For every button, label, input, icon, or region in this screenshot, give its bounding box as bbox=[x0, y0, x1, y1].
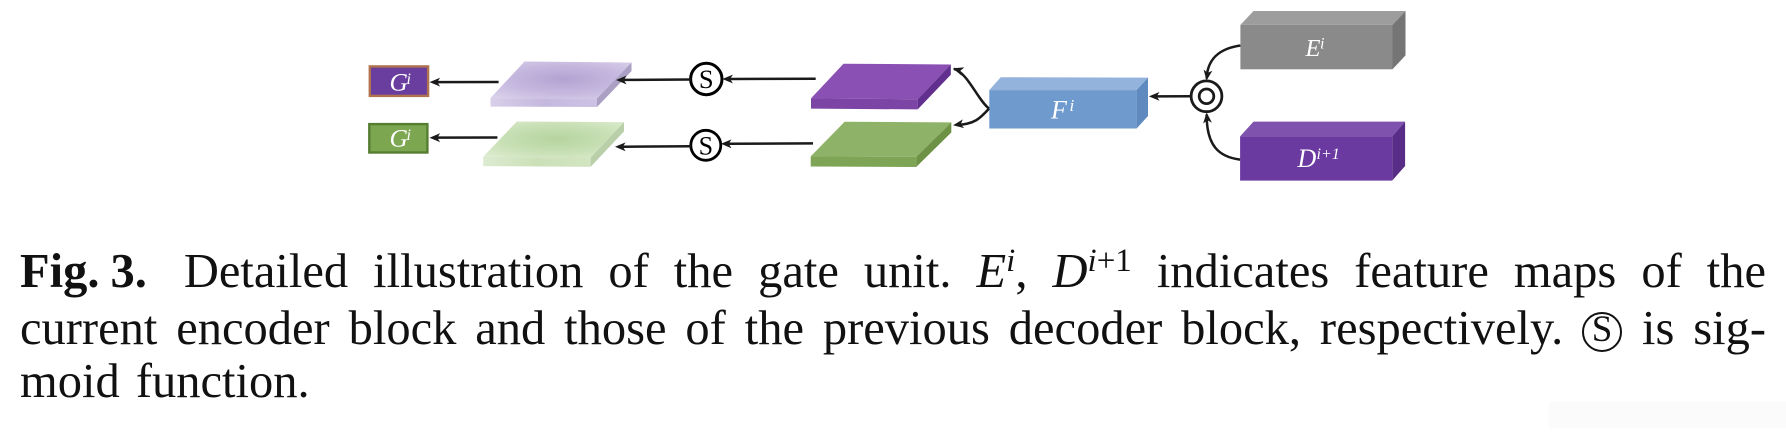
svg-text:F: F bbox=[1050, 96, 1068, 125]
svg-text:D: D bbox=[1297, 144, 1317, 173]
svg-text:i+1: i+1 bbox=[1317, 146, 1340, 163]
svg-text:G: G bbox=[390, 124, 408, 153]
svg-text:i: i bbox=[407, 127, 411, 144]
svg-text:S: S bbox=[699, 64, 714, 94]
svg-text:E: E bbox=[1305, 35, 1321, 62]
svg-text:G: G bbox=[390, 68, 408, 97]
svg-text:i: i bbox=[407, 71, 411, 88]
svg-text:i: i bbox=[1320, 36, 1324, 53]
svg-text:i: i bbox=[1070, 96, 1075, 115]
svg-text:S: S bbox=[699, 131, 713, 160]
